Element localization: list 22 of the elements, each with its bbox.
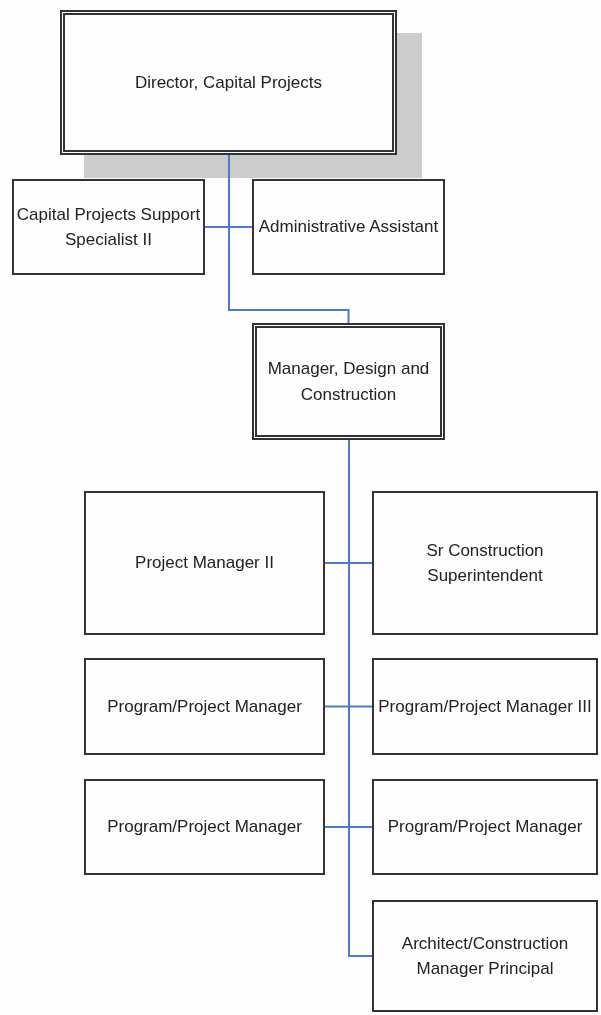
job-title: Program/Project Manager	[106, 695, 303, 718]
position-box	[372, 779, 598, 875]
job-title: Director, Capital Projects	[133, 71, 324, 94]
position-box	[372, 900, 598, 1012]
job-title: Project Manager II	[134, 552, 275, 575]
position-box	[372, 658, 598, 755]
position-box	[84, 658, 325, 755]
job-title: Program/Project Manager III	[377, 695, 593, 718]
position-box	[252, 323, 445, 440]
job-title: Manager, Design and Construction	[266, 358, 431, 406]
position-box	[84, 491, 325, 635]
position-box	[84, 779, 325, 875]
position-box	[60, 10, 397, 155]
position-box	[12, 179, 205, 275]
job-title: Program/Project Manager	[386, 816, 584, 839]
job-title: Sr Construction Superintendent	[425, 539, 545, 587]
job-title: Architect/Construction Manager Principal	[400, 932, 570, 980]
position-box	[372, 491, 598, 635]
position-box	[252, 179, 445, 275]
job-title: Program/Project Manager	[106, 816, 303, 839]
job-title: Administrative Assistant	[257, 216, 440, 239]
job-title: Capital Projects Support Specialist II	[15, 203, 202, 251]
